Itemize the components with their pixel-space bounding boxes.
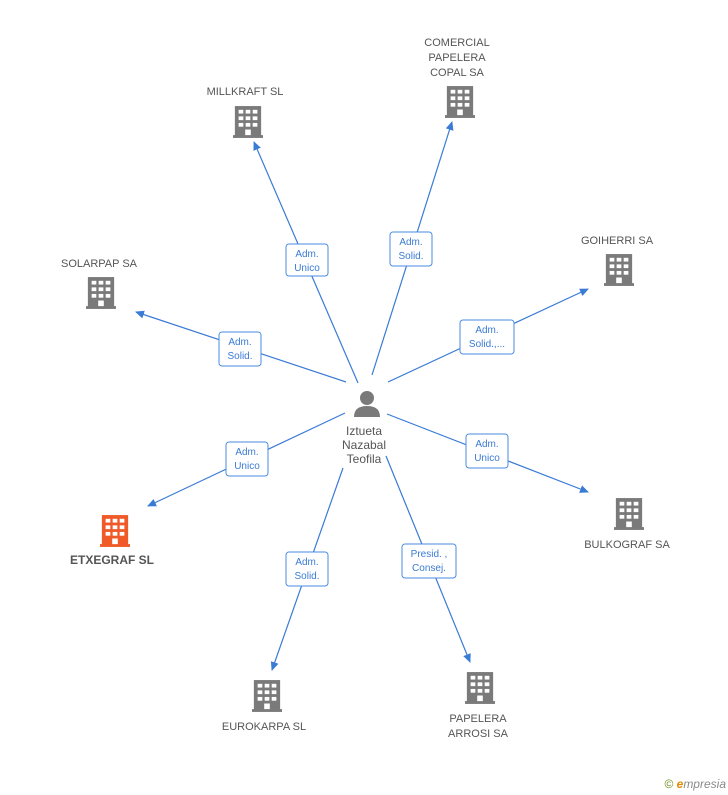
edge-label-millkraft[interactable]: Adm. Unico (285, 243, 329, 277)
edge-role-text: Adm. (295, 249, 318, 260)
edge-label-etxegraf[interactable]: Adm. Unico (225, 441, 269, 477)
edge-label-box (401, 543, 457, 579)
edge-label-papelera[interactable]: Presid. , Consej. (401, 543, 457, 579)
company-name-text: COPAL SA (430, 67, 484, 79)
building-icon (614, 498, 644, 530)
building-icon (100, 515, 130, 547)
edges-layer: Adm.UnicoAdm.Solid.Adm.Solid.,...Adm.Sol… (135, 121, 589, 671)
company-name-text: BULKOGRAF SA (584, 539, 670, 551)
edge-role-text: Solid. (227, 351, 252, 362)
edge-label-box (465, 433, 509, 469)
company-node-bulkograf[interactable]: BULKOGRAF SA (584, 498, 670, 551)
edge-role-text: Solid. (398, 251, 423, 262)
company-name-text: EUROKARPA SL (222, 721, 306, 733)
company-node-etxegraf[interactable]: ETXEGRAF SL (70, 515, 154, 567)
edge-label-solarpap[interactable]: Adm. Solid. (218, 331, 262, 367)
edge-role-text: Unico (234, 461, 260, 472)
company-name-text: ARROSI SA (448, 728, 509, 740)
edge-role-text: Adm. (235, 447, 258, 458)
edge-role-text: Adm. (228, 337, 251, 348)
edge-role-text: Presid. , (411, 549, 448, 560)
company-name-text: PAPELERA (428, 52, 486, 64)
brand-name: mpresia (683, 777, 726, 791)
company-name-text: ETXEGRAF SL (70, 553, 154, 567)
edge-role-text: Adm. (475, 439, 498, 450)
edge-label-eurokarpa[interactable]: Adm. Solid. (285, 551, 329, 587)
building-icon (252, 680, 282, 712)
edge-label-box (225, 441, 269, 477)
edge-role-text: Consej. (412, 563, 446, 574)
edge-role-text: Unico (294, 263, 320, 274)
nodes-layer: MILLKRAFT SL COMERCIAL PAPELERA COPAL SA GOI… (61, 37, 670, 740)
edge-role-text: Unico (474, 453, 500, 464)
edge-role-text: Solid.,... (469, 339, 505, 350)
center-name-line-2: Nazabal (342, 438, 386, 452)
company-name-text: GOIHERRI SA (581, 235, 654, 247)
company-node-solarpap[interactable]: SOLARPAP SA (61, 258, 138, 309)
building-icon (233, 106, 263, 138)
brand-initial: e (676, 777, 684, 791)
company-node-papelera[interactable]: PAPELERA ARROSI SA (448, 672, 509, 740)
person-icon (354, 391, 380, 417)
footer-brand: © empresia (664, 777, 726, 791)
company-name-text: SOLARPAP SA (61, 258, 138, 270)
edge-label-comercial[interactable]: Adm. Solid. (389, 231, 433, 267)
edge-role-text: Adm. (399, 237, 422, 248)
center-name-line-3: Teofila (347, 452, 382, 466)
company-node-millkraft[interactable]: MILLKRAFT SL (207, 86, 284, 138)
company-node-goiherri[interactable]: GOIHERRI SA (581, 235, 654, 286)
company-name-text: COMERCIAL (424, 37, 489, 49)
edge-label-box (285, 551, 329, 587)
edge-label-goiherri[interactable]: Adm. Solid.,... (459, 319, 515, 355)
company-name-text: MILLKRAFT SL (207, 86, 284, 98)
copyright-symbol: © (664, 777, 674, 791)
company-node-comercial[interactable]: COMERCIAL PAPELERA COPAL SA (424, 37, 490, 118)
edge-label-box (218, 331, 262, 367)
edge-label-box (389, 231, 433, 267)
building-icon (465, 672, 495, 704)
center-person-node[interactable]: Iztueta Nazabal Teofila (342, 391, 386, 466)
building-icon (604, 254, 634, 286)
building-icon (445, 86, 475, 118)
edge-label-box (459, 319, 515, 355)
edge-role-text: Solid. (294, 571, 319, 582)
edge-label-box (285, 243, 329, 277)
edge-label-bulkograf[interactable]: Adm. Unico (465, 433, 509, 469)
center-name-line-1: Iztueta (346, 424, 382, 438)
edge-role-text: Adm. (295, 557, 318, 568)
company-node-eurokarpa[interactable]: EUROKARPA SL (222, 680, 306, 733)
edge-role-text: Adm. (475, 325, 498, 336)
building-icon (86, 277, 116, 309)
company-name-text: PAPELERA (449, 713, 507, 725)
